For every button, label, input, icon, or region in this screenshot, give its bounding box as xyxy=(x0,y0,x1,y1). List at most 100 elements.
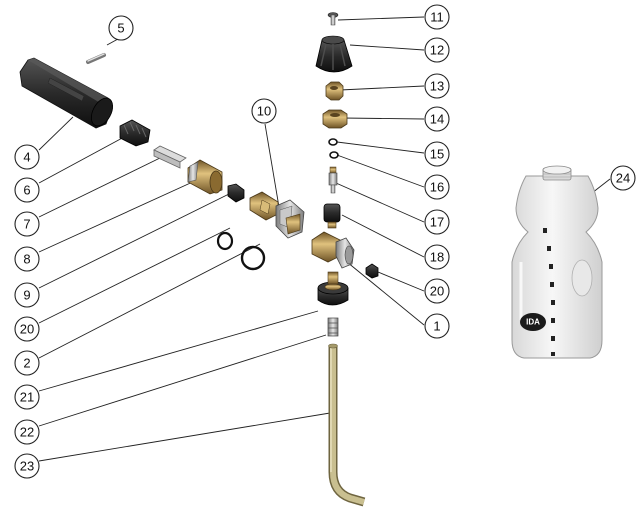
part-pin xyxy=(86,53,106,64)
part-black-ring xyxy=(227,183,245,203)
callout-21: 21 xyxy=(14,384,40,410)
part-brass-fitting xyxy=(187,159,223,195)
callout-24: 24 xyxy=(610,165,636,191)
bottle-scale-marks xyxy=(543,228,555,356)
leader-20-left xyxy=(38,227,231,324)
leader-24 xyxy=(591,178,611,194)
part-brass-nut-small xyxy=(325,81,344,101)
callout-10-label: 10 xyxy=(257,104,271,119)
callout-7-label: 7 xyxy=(23,217,30,232)
part-tube-fitting xyxy=(327,317,339,337)
callout-17: 17 xyxy=(424,209,450,235)
callout-1: 1 xyxy=(424,313,450,339)
callout-15-label: 15 xyxy=(430,147,444,162)
leader-18 xyxy=(341,214,425,258)
leader-2 xyxy=(38,243,261,359)
callout-13-label: 13 xyxy=(430,79,444,94)
part-brass-nut-large xyxy=(322,109,348,129)
part-brass-assembly xyxy=(249,191,305,239)
callout-23: 23 xyxy=(14,453,40,479)
callout-14-label: 14 xyxy=(430,112,444,127)
callout-8: 8 xyxy=(14,246,40,272)
part-o-rings-left xyxy=(216,231,266,271)
callout-1-label: 1 xyxy=(433,319,440,334)
o-ring-16 xyxy=(329,151,339,159)
part-lance-handle xyxy=(19,57,114,129)
callout-2: 2 xyxy=(14,350,40,376)
callout-8-label: 8 xyxy=(23,252,30,267)
leader-7 xyxy=(38,156,163,218)
callout-20-left-label: 20 xyxy=(20,322,34,337)
leader-lines xyxy=(38,16,611,462)
part-small-black-cap xyxy=(365,263,379,279)
leader-1 xyxy=(346,261,425,326)
leader-5 xyxy=(106,38,119,46)
callout-21-label: 21 xyxy=(20,390,34,405)
callout-20-right-label: 20 xyxy=(430,284,444,299)
callout-16: 16 xyxy=(424,174,450,200)
callout-4-label: 4 xyxy=(23,150,30,165)
callout-9: 9 xyxy=(14,282,40,308)
callout-15: 15 xyxy=(424,141,450,167)
leader-20-right xyxy=(377,271,425,292)
callout-20-right: 20 xyxy=(424,278,450,304)
part-main-body xyxy=(311,231,355,269)
callout-24-label: 24 xyxy=(616,171,630,186)
callout-18-label: 18 xyxy=(430,250,444,265)
callout-17-label: 17 xyxy=(430,215,444,230)
leader-21 xyxy=(38,310,319,392)
part-valve-pin xyxy=(328,166,338,194)
callout-11: 11 xyxy=(424,4,450,30)
callout-13: 13 xyxy=(424,73,450,99)
leader-17 xyxy=(335,182,425,223)
leader-16 xyxy=(336,154,425,188)
leader-4 xyxy=(38,116,74,151)
part-bottle-cap xyxy=(317,271,349,306)
leader-10 xyxy=(264,123,280,208)
leader-6 xyxy=(38,135,127,184)
leader-8 xyxy=(38,179,198,253)
part-black-valve-seat xyxy=(323,203,341,229)
callout-18: 18 xyxy=(424,244,450,270)
callout-5-label: 5 xyxy=(117,21,124,36)
leader-23 xyxy=(38,412,331,462)
part-tiny-o-rings xyxy=(328,138,339,159)
o-ring-15 xyxy=(328,138,338,146)
leader-15 xyxy=(336,141,425,154)
leader-12 xyxy=(349,44,425,51)
callout-12-label: 12 xyxy=(430,43,444,58)
callout-12: 12 xyxy=(424,37,450,63)
o-ring-large xyxy=(240,245,266,271)
callout-6-label: 6 xyxy=(23,183,30,198)
callout-10: 10 xyxy=(251,98,277,124)
part-clip xyxy=(153,145,187,169)
leader-13 xyxy=(339,85,425,91)
part-bottle: IDA xyxy=(511,165,603,359)
callout-5: 5 xyxy=(108,15,134,41)
part-black-connector xyxy=(119,119,151,147)
callout-2-label: 2 xyxy=(23,356,30,371)
callout-9-label: 9 xyxy=(23,288,30,303)
leader-11 xyxy=(337,16,425,21)
leader-9 xyxy=(38,191,234,289)
part-screw xyxy=(327,12,339,26)
part-suction-tube xyxy=(328,343,366,507)
callout-16-label: 16 xyxy=(430,180,444,195)
leader-14 xyxy=(341,117,425,120)
bottle-logo: IDA xyxy=(520,313,546,331)
callout-23-label: 23 xyxy=(20,459,34,474)
o-ring-small xyxy=(216,231,234,251)
callout-20-left: 20 xyxy=(14,316,40,342)
callouts: 5 4 6 7 8 9 20 2 21 22 23 10 11 12 13 14… xyxy=(14,4,636,479)
bottle-logo-text: IDA xyxy=(526,318,540,327)
callout-11-label: 11 xyxy=(430,10,444,25)
callout-22: 22 xyxy=(14,419,40,445)
callout-22-label: 22 xyxy=(20,425,34,440)
callout-7: 7 xyxy=(14,211,40,237)
leader-22 xyxy=(38,334,327,427)
callout-4: 4 xyxy=(14,144,40,170)
part-black-knob xyxy=(315,35,353,73)
callout-6: 6 xyxy=(14,177,40,203)
